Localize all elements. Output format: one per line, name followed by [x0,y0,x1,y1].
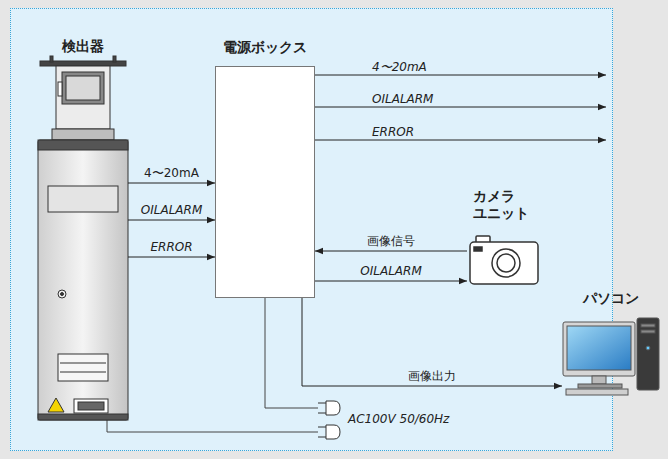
plug-symbol [318,401,340,439]
output-lines [315,75,606,140]
signal-arrow [128,257,215,258]
detector-box: 検出器 [38,140,128,420]
detector-illustration [38,56,128,420]
signal-arrow [315,281,467,282]
node-heading: パソコン [583,290,639,307]
signal-name: ERROR [372,126,414,139]
node-heading: 電源ボックス [223,39,307,56]
signal-arrow [128,183,215,184]
edge-label: OILALARM [358,265,423,278]
edge-label: 4〜20mA [142,167,201,180]
power-spec: AC100V 50/60Hz [348,413,449,426]
node-heading: 検出器 [62,38,104,55]
edge-label: 画像信号 [365,235,417,248]
signal-name: 4〜20mA [372,61,427,74]
power-box: 電源ボックス [215,66,315,298]
signal-arrow [128,220,215,221]
pc-illustration [563,318,659,395]
edge-label: OILALARM [139,204,204,217]
power-cords [107,298,318,432]
node-heading: カメラ ユニット [473,188,535,222]
signal-name: OILALARM [372,93,433,106]
edge-label: ERROR [148,241,194,254]
signal-arrow [302,298,562,386]
camera-box: カメラ ユニット [467,232,541,287]
signal-arrow [315,251,467,252]
camera-icon [470,236,538,284]
edge-label: 画像出力 [406,370,458,383]
pc-box: パソコン [562,316,660,396]
